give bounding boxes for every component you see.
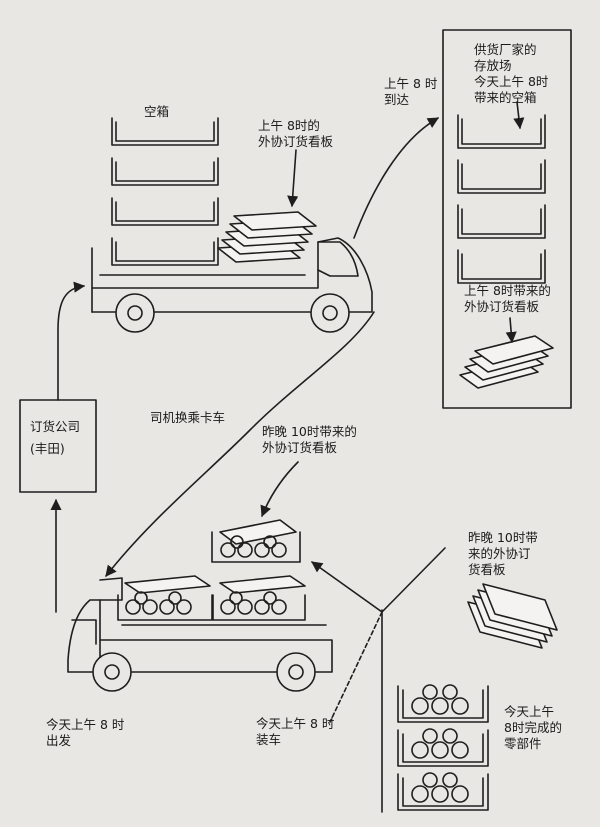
supplier-empty-boxes (457, 114, 546, 284)
arrow-driver-swap (105, 311, 375, 577)
top-truck-kanban-cards (217, 211, 317, 263)
top-truck-empty-boxes (111, 117, 219, 266)
finished-parts-boxes (397, 684, 489, 811)
label-driver-swap: 司机换乘卡车 (150, 410, 226, 425)
label-kanban-last-night-right: 昨晚 10时带 来的外协订 货看板 (468, 530, 538, 577)
bottom-truck (67, 577, 333, 692)
bottom-truck-full-boxes (117, 519, 306, 621)
top-truck (91, 237, 373, 333)
label-depart-8am: 今天上午 8 时 出发 (46, 717, 125, 748)
loading-dashed-line (329, 611, 383, 723)
label-empty-boxes: 空箱 (144, 104, 170, 119)
label-kanban-last-night: 昨晚 10时带来的 外协订货看板 (262, 424, 357, 455)
supplier-storage-box (442, 29, 572, 409)
label-kanban-8am-truck: 上午 8时的 外协订货看板 (258, 118, 334, 149)
loading-line-diagonal (381, 547, 446, 613)
arrow-supplier-kanban (505, 317, 517, 344)
label-arrive-8am: 上午 8 时 到达 (384, 76, 438, 107)
label-supplier-storage: 供货厂家的 存放场 今天上午 8时 带来的空箱 (474, 42, 549, 105)
arrow-supplier-boxes (513, 101, 525, 130)
right-kanban-cards (467, 583, 558, 649)
label-order-company: 订货公司 (丰田) (30, 419, 81, 456)
arrow-company-to-truck (57, 281, 86, 401)
arrow-truck-to-supplier (353, 117, 439, 239)
label-kanban-8am-supplier: 上午 8时带来的 外协订货看板 (464, 283, 551, 314)
arrow-loading-to-truck (311, 561, 383, 613)
arrow-kanban-to-truck (287, 149, 299, 208)
label-parts-done-8am: 今天上午 8时完成的 零部件 (504, 704, 562, 751)
arrow-lastnight-kanban (260, 461, 299, 518)
label-loading-8am: 今天上午 8 时 装车 (256, 716, 335, 747)
supplier-kanban-cards (459, 335, 554, 389)
